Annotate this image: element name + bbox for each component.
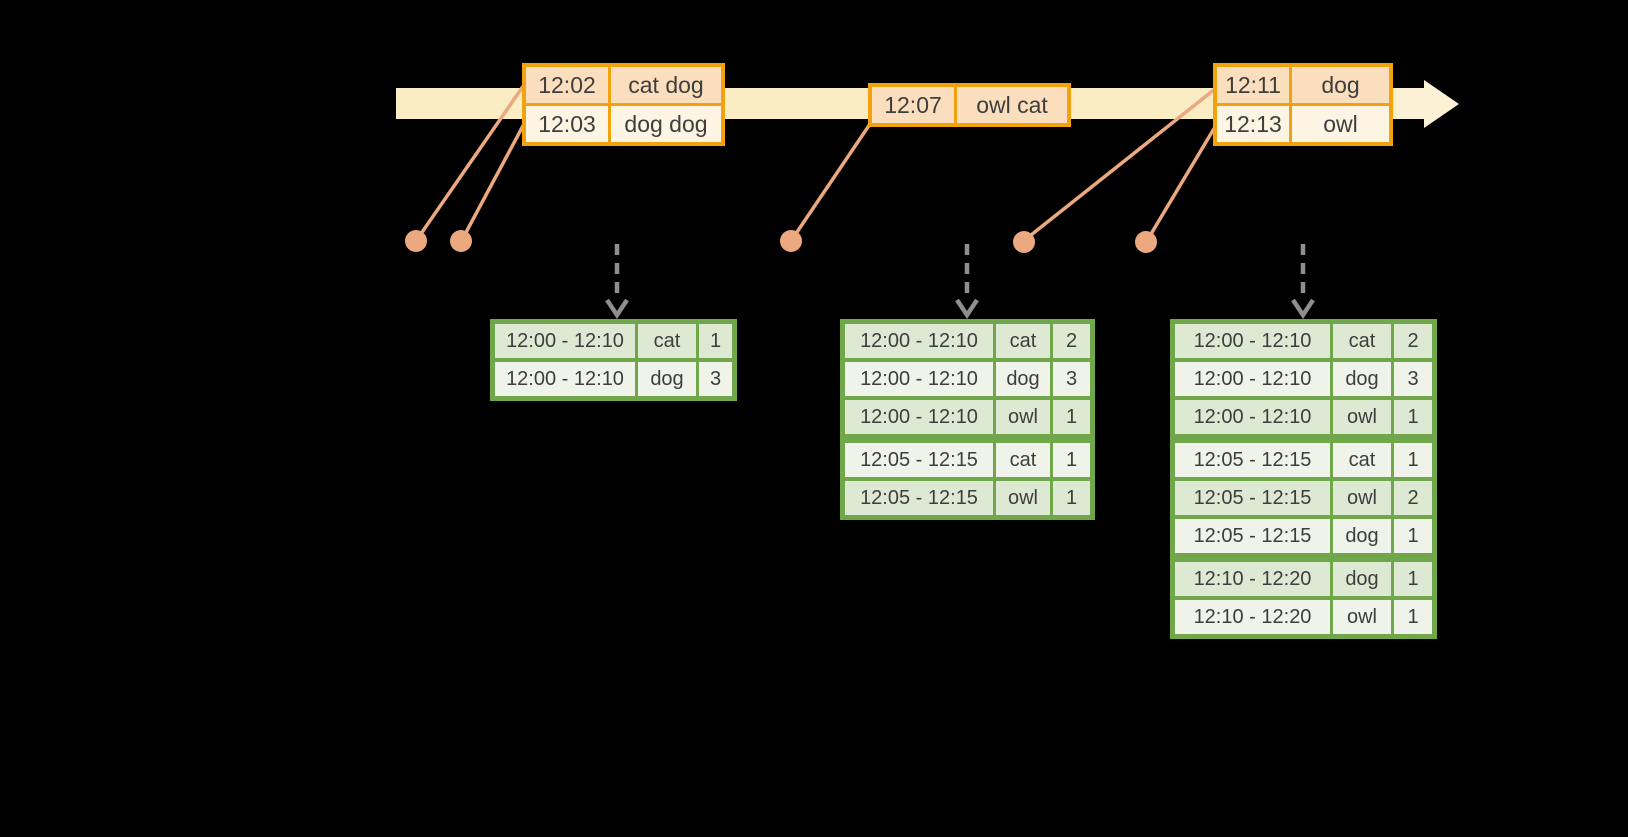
result-word-cell: owl [1333, 600, 1391, 634]
event-table-2: 12:07 owl cat [868, 83, 1071, 127]
event-dot [1013, 231, 1035, 253]
table-row: 12:00 - 12:10 cat 2 [1175, 324, 1432, 358]
result-word-cell: cat [996, 324, 1050, 358]
event-table-1: 12:02 cat dog 12:03 dog dog [522, 63, 725, 146]
result-window-cell: 12:00 - 12:10 [845, 400, 993, 434]
event-time-cell: 12:13 [1217, 106, 1289, 142]
result-word-cell: owl [1333, 400, 1391, 434]
result-word-cell: dog [638, 362, 696, 396]
table-row: 12:00 - 12:10 dog 3 [845, 362, 1090, 396]
table-row: 12:00 - 12:10 cat 1 [495, 324, 732, 358]
table-row: 12:05 - 12:15 owl 1 [845, 481, 1090, 515]
table-row: 12:10 - 12:20 dog 1 [1175, 562, 1432, 596]
result-word-cell: cat [1333, 324, 1391, 358]
event-time-cell: 12:11 [1217, 67, 1289, 103]
result-window-cell: 12:00 - 12:10 [1175, 400, 1330, 434]
result-table-3: 12:00 - 12:10 cat 2 12:00 - 12:10 dog 3 … [1170, 319, 1437, 639]
table-row: 12:07 owl cat [872, 87, 1067, 123]
trigger-arrow-icon [1291, 244, 1315, 320]
result-table-2: 12:00 - 12:10 cat 2 12:00 - 12:10 dog 3 … [840, 319, 1095, 520]
result-count-cell: 1 [1053, 481, 1090, 515]
trigger-arrow-icon [955, 244, 979, 320]
result-window-cell: 12:05 - 12:15 [1175, 519, 1330, 553]
event-connector-line [461, 122, 526, 240]
table-row: 12:10 - 12:20 owl 1 [1175, 600, 1432, 634]
event-connector-line [791, 122, 872, 240]
event-time-cell: 12:03 [526, 106, 608, 142]
result-word-cell: cat [996, 443, 1050, 477]
table-row: 12:00 - 12:10 dog 3 [495, 362, 732, 396]
event-connector-line [1146, 125, 1217, 241]
result-word-cell: cat [1333, 443, 1391, 477]
event-words-cell: dog [1292, 67, 1389, 103]
event-words-cell: dog dog [611, 106, 721, 142]
table-row: 12:00 - 12:10 dog 3 [1175, 362, 1432, 396]
result-window-cell: 12:05 - 12:15 [845, 443, 993, 477]
timeline-arrowhead-icon [1396, 80, 1459, 128]
result-count-cell: 1 [1053, 400, 1090, 434]
table-row: 12:05 - 12:15 owl 2 [1175, 481, 1432, 515]
result-count-cell: 3 [699, 362, 732, 396]
result-window-cell: 12:10 - 12:20 [1175, 600, 1330, 634]
table-row: 12:03 dog dog [526, 106, 721, 142]
result-count-cell: 1 [1053, 443, 1090, 477]
event-dot [780, 230, 802, 252]
result-count-cell: 1 [1394, 562, 1432, 596]
result-window-cell: 12:00 - 12:10 [845, 362, 993, 396]
result-word-cell: owl [1333, 481, 1391, 515]
result-window-cell: 12:05 - 12:15 [1175, 443, 1330, 477]
result-word-cell: cat [638, 324, 696, 358]
event-dot [405, 230, 427, 252]
table-row: 12:02 cat dog [526, 67, 721, 103]
result-window-cell: 12:00 - 12:10 [495, 362, 635, 396]
result-count-cell: 3 [1394, 362, 1432, 396]
result-word-cell: dog [1333, 562, 1391, 596]
result-count-cell: 2 [1053, 324, 1090, 358]
table-row: 12:11 dog [1217, 67, 1389, 103]
result-window-cell: 12:00 - 12:10 [1175, 362, 1330, 396]
result-word-cell: owl [996, 481, 1050, 515]
event-words-cell: owl cat [957, 87, 1067, 123]
result-word-cell: dog [1333, 519, 1391, 553]
event-table-3: 12:11 dog 12:13 owl [1213, 63, 1393, 146]
result-window-cell: 12:00 - 12:10 [845, 324, 993, 358]
result-count-cell: 1 [1394, 443, 1432, 477]
event-words-cell: cat dog [611, 67, 721, 103]
result-table-1: 12:00 - 12:10 cat 1 12:00 - 12:10 dog 3 [490, 319, 737, 401]
table-row: 12:00 - 12:10 owl 1 [845, 400, 1090, 434]
result-count-cell: 1 [1394, 519, 1432, 553]
event-dot [450, 230, 472, 252]
result-count-cell: 2 [1394, 324, 1432, 358]
event-words-cell: owl [1292, 106, 1389, 142]
table-row: 12:00 - 12:10 owl 1 [1175, 400, 1432, 434]
result-count-cell: 1 [1394, 600, 1432, 634]
table-row: 12:05 - 12:15 cat 1 [845, 443, 1090, 477]
result-window-cell: 12:00 - 12:10 [1175, 324, 1330, 358]
event-dot [1135, 231, 1157, 253]
result-window-cell: 12:05 - 12:15 [1175, 481, 1330, 515]
result-count-cell: 2 [1394, 481, 1432, 515]
table-row: 12:13 owl [1217, 106, 1389, 142]
event-time-cell: 12:02 [526, 67, 608, 103]
result-count-cell: 3 [1053, 362, 1090, 396]
result-window-cell: 12:00 - 12:10 [495, 324, 635, 358]
table-row: 12:05 - 12:15 dog 1 [1175, 519, 1432, 553]
table-row: 12:05 - 12:15 cat 1 [1175, 443, 1432, 477]
result-window-cell: 12:10 - 12:20 [1175, 562, 1330, 596]
result-word-cell: owl [996, 400, 1050, 434]
result-word-cell: dog [1333, 362, 1391, 396]
table-row: 12:00 - 12:10 cat 2 [845, 324, 1090, 358]
result-window-cell: 12:05 - 12:15 [845, 481, 993, 515]
result-count-cell: 1 [1394, 400, 1432, 434]
result-count-cell: 1 [699, 324, 732, 358]
event-time-cell: 12:07 [872, 87, 954, 123]
result-word-cell: dog [996, 362, 1050, 396]
trigger-arrow-icon [605, 244, 629, 320]
